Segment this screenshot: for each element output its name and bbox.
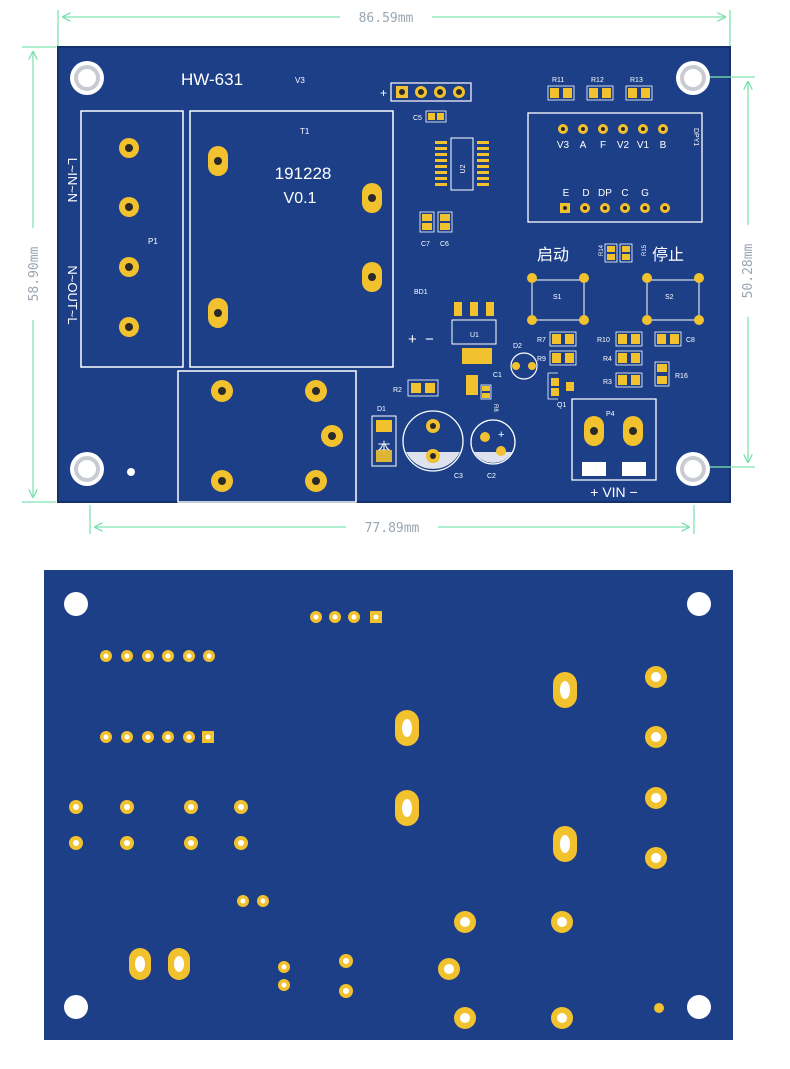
- dpy1-label: DPY1: [692, 128, 699, 146]
- bd1-plus: +: [408, 331, 417, 348]
- r11-label: R11: [552, 77, 564, 84]
- r10-label: R10: [597, 337, 610, 344]
- bd1-minus: −: [425, 331, 434, 348]
- bd1-label: BD1: [414, 289, 428, 296]
- r3-label: R3: [603, 379, 612, 386]
- dpy-pin-g: G: [641, 188, 649, 199]
- switch-s1: S1: [527, 273, 589, 325]
- r13-label: R13: [630, 77, 643, 84]
- dpy-pin-d: D: [582, 188, 589, 199]
- header-plus-label: +: [380, 86, 387, 100]
- dimension-width-top: 86.59mm: [359, 11, 414, 26]
- u2-chip: U2: [435, 137, 489, 191]
- dimension-height-left: 58.90mm: [27, 246, 42, 301]
- u1-regulator: U1: [451, 302, 497, 364]
- c5-label: C5: [413, 115, 422, 122]
- dimension-height-right: 50.28mm: [741, 243, 756, 298]
- c8-label: C8: [686, 337, 695, 344]
- dpy-pin-v3: V3: [557, 140, 570, 151]
- dpy-pin-b: B: [660, 140, 667, 151]
- dpy-pin-v1: V1: [637, 140, 650, 151]
- dpy-pin-a: A: [580, 140, 587, 151]
- terminal-bottom-label: N~OUT~L: [65, 265, 80, 324]
- c2-label: C2: [487, 473, 496, 480]
- terminal-top-label: L~IN~N: [65, 158, 80, 203]
- d2-label: D2: [513, 343, 522, 350]
- bottom-board-substrate: [44, 570, 733, 1040]
- t1-label: T1: [300, 127, 310, 136]
- mounting-holes-top: [70, 61, 710, 486]
- bottom-terminal-pads: [645, 666, 667, 869]
- r2-label: R2: [393, 387, 402, 394]
- dimension-width-bottom: 77.89mm: [365, 521, 420, 536]
- start-label: 启动: [537, 246, 569, 264]
- c6-label: C6: [440, 241, 449, 248]
- c3-label: C3: [454, 473, 463, 480]
- r7-label: R7: [537, 337, 546, 344]
- r14-label: R14: [599, 244, 605, 256]
- u1-label: U1: [470, 332, 479, 339]
- r4-label: R4: [603, 356, 612, 363]
- power-connector-p4: P4 + VIN −: [571, 398, 657, 500]
- s2-label: S2: [665, 294, 674, 301]
- top-board-substrate: [57, 46, 731, 503]
- r8-label: R8: [492, 404, 498, 412]
- r15-label: R15: [642, 244, 648, 256]
- c2-capacitor: + C2: [470, 419, 516, 480]
- bottom-board: [44, 570, 733, 1040]
- s1-label: S1: [553, 294, 562, 301]
- c2-plus: +: [498, 429, 504, 441]
- r16-label: R16: [675, 373, 688, 380]
- display-dpy1: DPY1 V3 A F V2 V1 B E D DP C G: [527, 112, 703, 223]
- bottom-relay-pads: [438, 911, 573, 1029]
- model-label: HW-631: [181, 70, 243, 89]
- stop-label: 停止: [652, 246, 684, 264]
- p4-label: P4: [606, 411, 615, 418]
- r12-label: R12: [591, 77, 604, 84]
- relay-footprint: [177, 370, 357, 503]
- u2-label: U2: [460, 164, 467, 173]
- terminal-block-p1: L~IN~N N~OUT~L P1: [65, 110, 184, 368]
- dpy-pin-e: E: [563, 188, 570, 199]
- header-4pin: +: [380, 82, 472, 102]
- p1-label: P1: [148, 237, 158, 246]
- c3-capacitor: C3: [402, 410, 464, 480]
- r9-label: R9: [537, 356, 546, 363]
- v3-label: V3: [295, 76, 305, 85]
- transformer-code: 191228: [275, 164, 332, 183]
- c1-label: C1: [493, 372, 502, 379]
- transformer-t1: T1 191228 V0.1: [189, 110, 394, 368]
- dpy-pin-v2: V2: [617, 140, 630, 151]
- vin-label: + VIN −: [590, 484, 637, 500]
- dpy-pin-f: F: [600, 140, 606, 151]
- d1-label: D1: [377, 406, 386, 413]
- c7-label: C7: [421, 241, 430, 248]
- q1-label: Q1: [557, 402, 566, 409]
- dpy-pin-dp: DP: [598, 188, 612, 199]
- bottom-header-pads: [310, 611, 382, 623]
- switch-s2: S2: [642, 273, 704, 325]
- transformer-version: V0.1: [284, 190, 317, 207]
- resistor-row-top: R11 R12 R13: [547, 77, 653, 101]
- dpy-pin-c: C: [621, 188, 628, 199]
- top-board: 86.59mm 58.90mm 50.28mm 77.89mm HW-631 V…: [22, 9, 757, 536]
